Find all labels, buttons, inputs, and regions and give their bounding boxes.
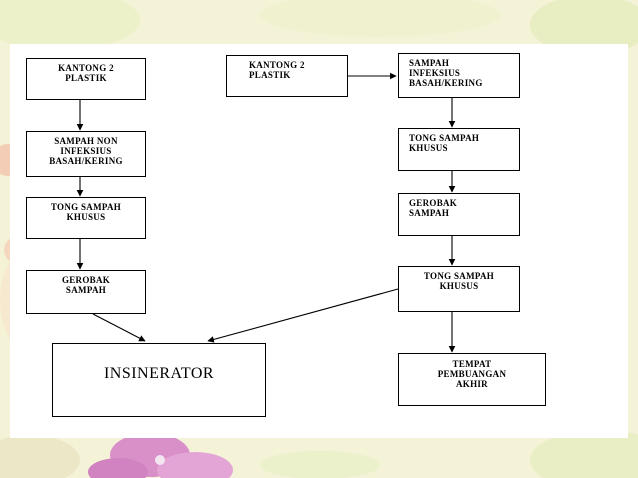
right-tong-sampah-box: TONG SAMPAH KHUSUS (398, 128, 520, 171)
flower-bottom (88, 433, 233, 478)
left-gerobak-box: GEROBAK SAMPAH (26, 270, 146, 314)
arrow-left-gerobak-to-insinerator (92, 313, 146, 342)
right-tempat-pembuangan-box: TEMPAT PEMBUANGAN AKHIR (398, 353, 546, 406)
left-kantong-box: KANTONG 2 PLASTIK (26, 58, 146, 100)
arrow-right-tong2-to-insinerator (207, 288, 399, 343)
left-tong-sampah-box: TONG SAMPAH KHUSUS (26, 197, 146, 239)
right-sampah-infeksius-box: SAMPAH INFEKSIUS BASAH/KERING (398, 53, 520, 98)
right-kantong-box: KANTONG 2 PLASTIK (226, 55, 348, 97)
insinerator-box: INSINERATOR (52, 343, 266, 417)
left-sampah-non-infeksius-box: SAMPAH NON INFEKSIUS BASAH/KERING (26, 131, 146, 177)
right-gerobak-box: GEROBAK SAMPAH (398, 193, 520, 236)
right-tong-sampah-2-box: TONG SAMPAH KHUSUS (398, 266, 520, 312)
